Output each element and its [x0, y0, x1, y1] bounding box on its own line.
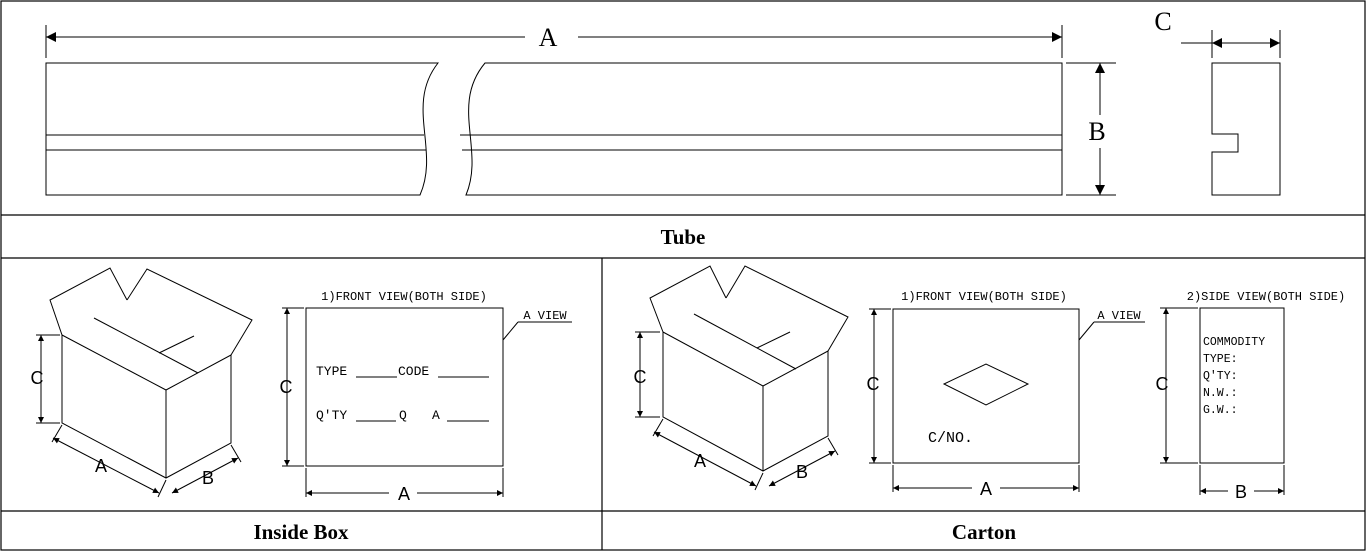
inside-box-dim-c-label: C	[31, 368, 44, 388]
carton-front-dim-c-label: C	[867, 374, 880, 394]
box-dim-b-line	[768, 450, 836, 487]
inside-front-dim-c-label: C	[280, 377, 293, 397]
tube-caption: Tube	[661, 225, 706, 249]
tube-dim-length-label: A	[539, 23, 558, 52]
inside-box-dim-b-label: B	[202, 468, 214, 488]
carton-dim-c-label: C	[634, 367, 647, 387]
inside-box-isometric	[36, 267, 253, 498]
front-view-panel	[305, 307, 504, 467]
side-field-nw: N.W.:	[1203, 387, 1238, 400]
front-view-panel	[892, 308, 1080, 464]
type-label: TYPE	[316, 364, 347, 379]
box-outline	[61, 334, 232, 479]
tube-right-section	[465, 62, 1063, 196]
dim-extension	[652, 418, 664, 437]
box-flap-left	[649, 265, 727, 333]
inside-front-view-title: 1)FRONT VIEW(BOTH SIDE)	[321, 290, 487, 304]
carton-dim-b-label: B	[796, 462, 808, 482]
dim-extension	[230, 444, 242, 463]
dim-extension	[157, 479, 167, 498]
tube-dim-width-label: C	[1154, 7, 1171, 36]
carton-caption: Carton	[952, 520, 1016, 544]
qty-label: Q'TY	[316, 408, 347, 423]
side-field-qty: Q'TY:	[1203, 370, 1238, 383]
dim-label-gap	[1228, 485, 1254, 499]
carton-number-label: C/NO.	[928, 430, 973, 447]
a-view-leader	[1078, 321, 1095, 341]
box-dim-a-line	[653, 431, 757, 487]
dim-extension	[827, 437, 839, 456]
inside-a-view-label: A VIEW	[523, 309, 567, 323]
box-top-seam	[158, 335, 195, 354]
a-view-leader	[502, 321, 519, 341]
box-top-seam	[756, 331, 791, 349]
inside-front-dim-a-label: A	[398, 484, 410, 504]
tube-dimension-lines	[46, 32, 1280, 195]
tube-drawing	[45, 25, 1281, 196]
inside-box-caption: Inside Box	[253, 520, 349, 544]
dim-extension	[754, 472, 764, 491]
a-label: A	[432, 408, 440, 423]
box-top-seam	[93, 317, 199, 374]
code-label: CODE	[398, 364, 429, 379]
carton-a-view-label: A VIEW	[1097, 309, 1141, 323]
tube-end-profile	[1211, 62, 1281, 196]
tube-dim-height-label: B	[1088, 117, 1105, 146]
dim-label-gap	[389, 487, 417, 501]
box-flap-right	[725, 265, 849, 352]
box-top-seam	[693, 313, 797, 370]
dim-label-gap	[972, 482, 1000, 496]
box-flap-right	[126, 268, 253, 356]
carton-isometric	[635, 265, 849, 491]
carton-front-view-title: 1)FRONT VIEW(BOTH SIDE)	[901, 290, 1067, 304]
dim-extension	[51, 424, 63, 443]
carton-front-view	[869, 308, 1145, 492]
q-label: Q	[399, 408, 407, 423]
side-view-panel	[1199, 307, 1285, 464]
inside-box-dim-a-label: A	[95, 456, 107, 476]
tube-left-section	[45, 62, 440, 196]
side-field-commodity: COMMODITY	[1203, 336, 1265, 349]
carton-front-dim-a-label: A	[980, 479, 992, 499]
box-flap-left	[49, 267, 128, 336]
carton-side-view	[1160, 307, 1285, 495]
carton-dim-a-label: A	[694, 451, 706, 471]
side-field-type: TYPE:	[1203, 353, 1238, 366]
side-field-gw: G.W.:	[1203, 404, 1238, 417]
inside-box-front-view	[282, 307, 572, 497]
box-dim-b-line	[171, 457, 239, 494]
box-dim-a-line	[52, 437, 160, 494]
carton-side-dim-b-label: B	[1235, 482, 1247, 502]
diamond-mark	[942, 363, 1030, 406]
carton-side-view-title: 2)SIDE VIEW(BOTH SIDE)	[1187, 290, 1345, 304]
carton-side-dim-c-label: C	[1156, 374, 1169, 394]
